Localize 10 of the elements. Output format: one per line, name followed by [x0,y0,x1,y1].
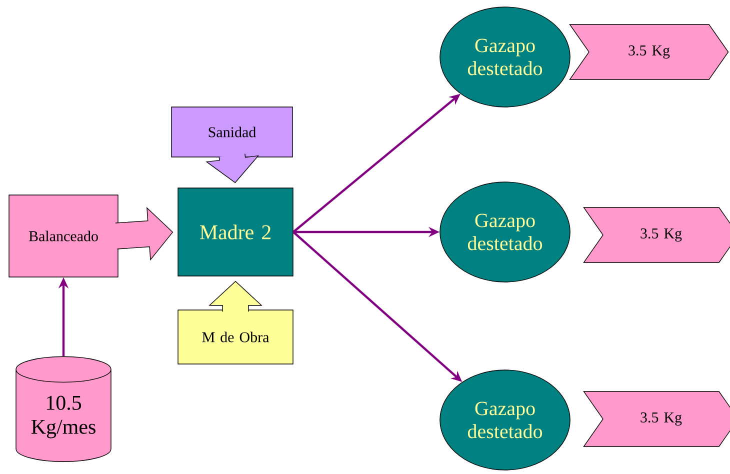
chevron-tag: 3.5 Kg [583,207,730,263]
block-arrow [208,280,262,312]
block-arrow [115,207,174,261]
input-box: Balanceado [8,194,118,278]
chevron-tag: 3.5 Kg [569,24,729,80]
process-box: Madre 2 [178,188,294,276]
storage-cylinder: 10.5 Kg/mes [16,356,112,462]
input-box: Sanidad [171,106,293,158]
chevron-tag: 3.5 Kg [583,391,730,447]
input-box: M de Obra [178,310,294,364]
